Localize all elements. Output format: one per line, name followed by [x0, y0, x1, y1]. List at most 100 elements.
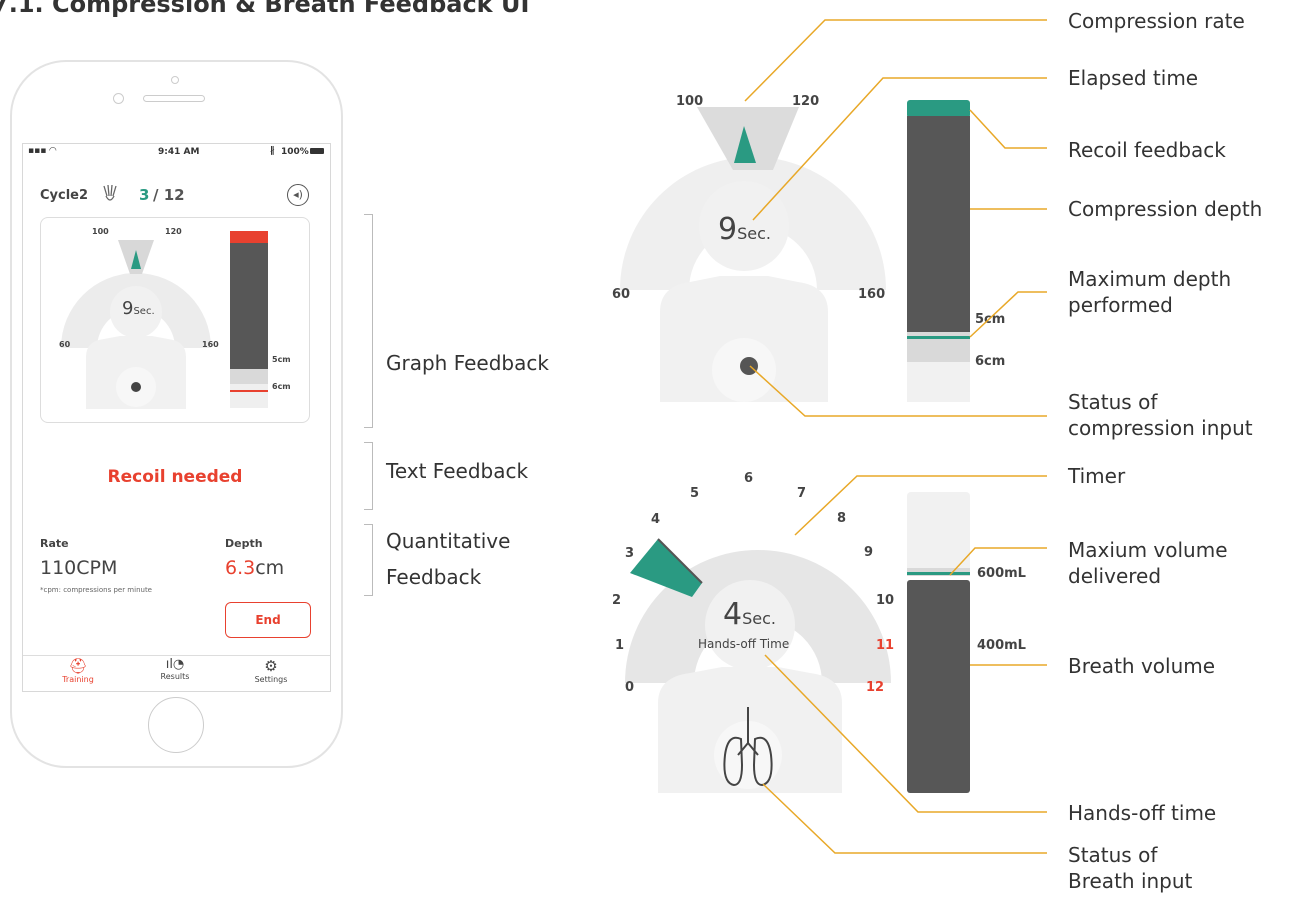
- leader-status-compression: [749, 365, 1047, 417]
- handsoff-seconds: 4Sec.: [723, 597, 776, 632]
- rate-value: 110CPM: [40, 557, 118, 579]
- phone-depth-6cm: 6cm: [272, 382, 291, 391]
- phone-screen: [22, 143, 331, 692]
- leader-status-breath: [762, 783, 1047, 854]
- status-time: 9:41 AM: [158, 147, 200, 157]
- label-breath-volume: Breath volume: [1068, 654, 1216, 678]
- phone-speaker: [143, 95, 205, 102]
- tab-results[interactable]: ıl◔ Results: [152, 657, 198, 681]
- leader-compression-rate: [744, 19, 1047, 102]
- rate-label: Rate: [40, 537, 69, 550]
- label-timer: Timer: [1068, 464, 1126, 488]
- signal-icon: ▪▪▪ ◠: [28, 146, 57, 156]
- label-status-compression-2: compression input: [1068, 416, 1253, 440]
- label-status-breath-2: Breath input: [1068, 869, 1193, 893]
- quant-feedback-label-1: Quantitative: [386, 529, 511, 553]
- phone-tick-60: 60: [59, 340, 71, 349]
- compression-tick-120: 120: [792, 94, 820, 109]
- graph-feedback-panel: [40, 217, 310, 423]
- leader-recoil-feedback: [969, 109, 1047, 149]
- phone-max-depth-line: [230, 390, 268, 392]
- phone-tick-120: 120: [165, 227, 182, 236]
- phone-gauge-arc: [61, 273, 211, 348]
- leader-handsoff-time: [764, 654, 1047, 813]
- breath-tick-9: 9: [864, 545, 874, 560]
- breath-tick-6: 6: [744, 471, 754, 486]
- leader-max-volume: [949, 547, 1047, 576]
- breath-tick-8: 8: [837, 511, 847, 526]
- recoil-bar: [907, 100, 970, 118]
- text-bracket: [364, 442, 373, 510]
- compression-status-dot: [740, 357, 758, 375]
- label-max-volume-1: Maxium volume: [1068, 538, 1228, 562]
- tab-training[interactable]: ⛑ Training: [55, 657, 101, 684]
- phone-home-button[interactable]: [148, 697, 204, 753]
- depth-label: Depth: [225, 537, 263, 550]
- results-icon: ıl◔: [165, 657, 185, 672]
- leader-timer: [794, 475, 1047, 536]
- phone-depth-bar: [230, 243, 268, 369]
- tab-bar-divider: [23, 655, 330, 656]
- volume-400ml: 400mL: [977, 638, 1026, 653]
- label-max-volume-2: delivered: [1068, 564, 1162, 588]
- max-depth-line: [907, 336, 970, 339]
- leader-max-depth: [969, 291, 1047, 338]
- leader-elapsed-time: [752, 77, 1047, 221]
- quant-bracket: [364, 524, 373, 596]
- breath-tick-11: 11: [876, 638, 895, 653]
- compression-tick-160: 160: [858, 287, 886, 302]
- compression-needle: [734, 126, 756, 163]
- phone-recoil-bar: [230, 231, 268, 243]
- breath-tick-4: 4: [651, 512, 661, 527]
- phone-depth-5cm: 5cm: [272, 355, 291, 364]
- text-feedback: Recoil needed: [107, 467, 243, 487]
- compression-elapsed-time: 9Sec.: [718, 212, 771, 247]
- phone-tick-100: 100: [92, 227, 109, 236]
- breath-tick-2: 2: [612, 593, 622, 608]
- breath-tick-7: 7: [797, 486, 807, 501]
- tab-settings[interactable]: ⚙ Settings: [248, 657, 294, 684]
- phone-tick-160: 160: [202, 340, 219, 349]
- breath-gauge-svg: [625, 492, 970, 793]
- gear-icon: ⚙: [264, 657, 278, 675]
- page-title: 7.1. Compression & Breath Feedback UI: [0, 0, 530, 18]
- tab-training-label: Training: [62, 675, 94, 684]
- bluetooth-icon: ∦: [270, 146, 275, 156]
- battery-percent: 100%: [281, 147, 309, 157]
- breath-tick-0: 0: [625, 680, 635, 695]
- hands-icon: [103, 184, 117, 201]
- label-recoil-feedback: Recoil feedback: [1068, 138, 1226, 162]
- cycle-count-current: 3: [139, 186, 150, 204]
- compression-gauge-svg: [620, 100, 970, 402]
- label-status-compression-1: Status of: [1068, 390, 1158, 414]
- breath-volume-track: [907, 492, 970, 572]
- compression-depth-6cm: 6cm: [975, 354, 1006, 369]
- label-compression-depth: Compression depth: [1068, 197, 1263, 221]
- phone-compression-dot: [131, 382, 141, 392]
- end-button[interactable]: End: [225, 602, 311, 638]
- compression-depth-5cm: 5cm: [975, 312, 1006, 327]
- breath-tick-10: 10: [876, 593, 895, 608]
- training-icon: ⛑: [68, 657, 88, 675]
- quant-feedback-label-2: Feedback: [386, 565, 482, 589]
- phone-gauge-svg: [61, 231, 268, 409]
- graph-feedback-label: Graph Feedback: [386, 351, 549, 375]
- depth-value: 6.3cm: [225, 557, 285, 579]
- text-feedback-label: Text Feedback: [386, 459, 529, 483]
- rate-note: *cpm: compressions per minute: [40, 586, 152, 594]
- volume-600ml: 600mL: [977, 566, 1026, 581]
- tab-settings-label: Settings: [254, 675, 288, 684]
- label-max-depth-2: performed: [1068, 293, 1173, 317]
- compression-tick-60: 60: [612, 287, 631, 302]
- label-max-depth-1: Maximum depth: [1068, 267, 1232, 291]
- phone-elapsed-time: 9Sec.: [122, 298, 155, 319]
- graph-bracket: [364, 214, 373, 428]
- compression-tick-100: 100: [676, 94, 704, 109]
- breath-tick-5: 5: [690, 486, 700, 501]
- sound-icon[interactable]: ◂): [287, 184, 309, 206]
- breath-tick-3: 3: [625, 546, 635, 561]
- handsoff-label: Hands-off Time: [698, 637, 790, 651]
- label-elapsed-time: Elapsed time: [1068, 66, 1199, 90]
- timer-fill: [630, 539, 702, 597]
